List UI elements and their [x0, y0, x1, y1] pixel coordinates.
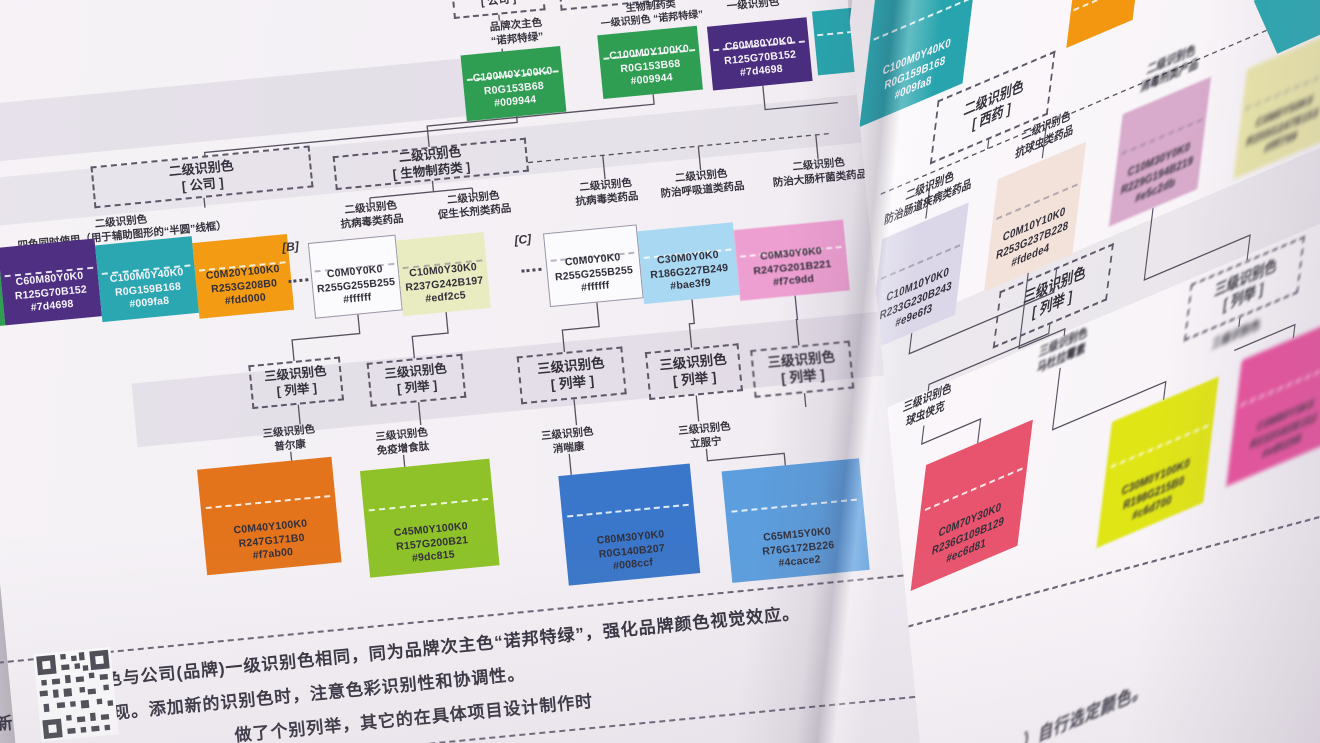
- paragraph-fragment-1: 新: [0, 713, 15, 735]
- qr-code: [33, 646, 119, 742]
- color-swatch-orange-fdd000: C0M20Y100K0 R253G208B0 #fdd000: [192, 234, 295, 319]
- color-swatch-orange-f7ab00: C0M40Y100K0 R247G171B0 #f7ab00: [197, 456, 342, 576]
- color-swatch-green-9dc815: C45M0Y100K0 R157G200B21 #9dc815: [359, 458, 500, 578]
- color-swatch-white-ffffff-2: C0M0Y0K0 R255G255B255 #ffffff: [542, 224, 644, 308]
- label-col-respiratory: 二级识别色 防治呼吸道类药品: [660, 167, 745, 200]
- swatch-value: C80M30Y0K0 R0G140B207 #008ccf: [596, 528, 666, 573]
- swatch-value: C0M20Y100K0 R253G208B0 #fdd000: [205, 262, 281, 308]
- swatch-value: C0M70Y30K0 R236G109B129 #ec6d81: [931, 500, 1005, 567]
- color-swatch-green-009944-2: C100M0Y100K0 R0G153B68 #009944: [597, 25, 703, 100]
- swatch-value: C100M0Y100K0 R0G153B68 #009944: [472, 64, 554, 110]
- box-level3-enum-1: 三级识别色 [ 列举 ]: [248, 356, 345, 410]
- swatch-value: C100M0Y40K0 R0G159B168 #009fa8: [109, 266, 185, 311]
- box-level3-enum-2: 三级识别色 [ 列举 ]: [366, 353, 467, 407]
- color-swatch-yellow-c6d700: C30M0Y100K0 R198G215B0 #c6d700: [1097, 377, 1219, 548]
- swatch-value: C10M0Y30K0 R237G242B197 #edf2c5: [404, 261, 484, 306]
- color-swatch-cream-edf2c5: C10M0Y30K0 R237G242B197 #edf2c5: [395, 232, 491, 317]
- label-col-ecoli: 二级识别色 防治大肠杆菌类药品: [772, 156, 868, 189]
- box-level3-enum-4: 三级识别色 [ 列举 ]: [644, 343, 744, 401]
- swatch-value: C30M0Y0K0 R186G227B249 #bae3f9: [649, 248, 729, 293]
- swatch-value: C60M80Y0K0 R125G70B152 #7d4698: [14, 269, 88, 315]
- box-level2-bio: 二级识别色 [ 生物制药类 ]: [332, 137, 529, 191]
- swatch-value: C0M80Y0K0 R232G82B152 #e85298: [1249, 396, 1318, 463]
- swatch-value: C65M15Y0K0 R76G172B226 #4cace2: [761, 525, 835, 570]
- swatch-value: C60M80Y0K0 R125G70B152 #7d4698: [723, 34, 797, 80]
- label-product-lifuning: 三级识别色 立服宁: [677, 420, 732, 450]
- label-bio-level1: 生物制药类 一级识别色 “诺邦特绿”: [600, 0, 704, 30]
- color-swatch-purple-row2: C60M80Y0K0 R125G70B152 #7d4698: [0, 238, 102, 326]
- box-level2-company: 二级识别色 [ 公司 ]: [90, 145, 314, 209]
- swatch-value: C0M0Y50K0 R255G247B153 #fff799: [1245, 92, 1320, 157]
- swatch-value: C0M0Y0K0 R255G255B255 #ffffff: [554, 251, 634, 295]
- dotted-link-c: [521, 267, 542, 273]
- box-level3-enum-5: 三级识别色 [ 列举 ]: [750, 340, 855, 398]
- label-product-xiaochuankang: 三级识别色 消喘康: [540, 425, 595, 456]
- label-col-antivirus: 二级识别色 抗病毒类药品: [340, 199, 404, 231]
- box-level3-enum-3: 三级识别色 [ 列举 ]: [516, 346, 627, 405]
- swatch-value: C0M30Y0K0 R247G201B221 #f7c9dd: [752, 244, 832, 289]
- label-col-growth: 二级识别色 促生长剂类药品: [437, 189, 512, 222]
- marker-c: [C]: [513, 231, 532, 248]
- label-level1-partial: 一级识别色: [726, 0, 780, 13]
- color-swatch-orange-fragment: [1066, 0, 1140, 48]
- color-swatch-blue-008ccf: C80M30Y0K0 R0G140B207 #008ccf: [558, 463, 701, 586]
- color-swatch-white-ffffff: C0M0Y0K0 R255G255B255 #ffffff: [307, 234, 403, 319]
- color-swatch-teal-row2: C100M0Y40K0 R0G159B168 #009fa8: [95, 236, 200, 323]
- box-level1-company: 一级识别色 [ 公司 ]: [450, 0, 546, 20]
- swatch-value: C100M0Y100K0 R0G153B68 #009944: [608, 42, 690, 88]
- dotted-link-b: [288, 278, 309, 284]
- swatch-value: C0M40Y100K0 R247G171B0 #f7ab00: [232, 517, 308, 563]
- color-swatch-purple-7d4698: C60M80Y0K0 R125G70B152 #7d4698: [706, 17, 813, 91]
- color-swatch-lightblue-4cace2: C65M15Y0K0 R76G172B226 #4cace2: [721, 458, 870, 583]
- swatch-value: C0M0Y0K0 R255G255B255 #ffffff: [316, 263, 396, 307]
- color-swatch-pink-f7c9dd: C0M30Y0K0 R247G201B221 #f7c9dd: [733, 219, 850, 301]
- swatch-value: C30M0Y100K0 R198G215B0 #c6d700: [1120, 455, 1191, 524]
- marker-b: [B]: [281, 238, 300, 255]
- color-swatch-green-009944: C100M0Y100K0 R0G153B68 #009944: [460, 45, 567, 122]
- right-bottom-text: ）自行选定颜色。: [1021, 679, 1150, 743]
- swatch-value: C45M0Y100K0 R157G200B21 #9dc815: [393, 520, 469, 565]
- swatch-value: C10M10Y0K0 R233G230B243 #e9e6f3: [878, 264, 953, 331]
- label-product-mianyizengshitai: 三级识别色 免疫增食肽: [374, 426, 430, 458]
- color-swatch-blue-bae3f9: C30M0Y0K0 R186G227B249 #bae3f9: [637, 222, 740, 305]
- swatch-value: C10M30Y0K0 R229G194B219 #e5c2db: [1120, 139, 1194, 207]
- label-product-puerkang: 三级识别色 普尔康: [262, 423, 316, 453]
- color-swatch-rose-ec6d81: C0M70Y30K0 R236G109B129 #ec6d81: [911, 420, 1033, 591]
